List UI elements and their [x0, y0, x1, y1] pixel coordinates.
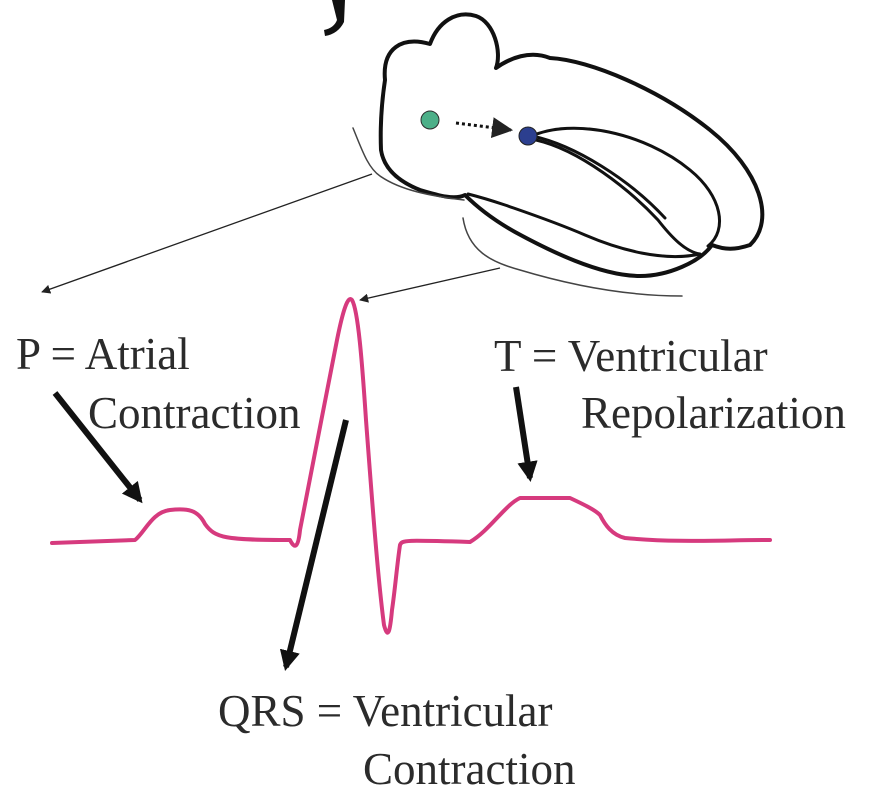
heart-inner-outline: [468, 128, 720, 256]
t-wave-label-line1: T = Ventricular: [494, 331, 768, 381]
av-node-dot: [519, 127, 537, 145]
atrial-pointer-arrow: [42, 174, 372, 292]
t-wave-label-line2: Repolarization: [581, 388, 846, 438]
t-wave-arrow: [516, 387, 530, 478]
heart-outer-outline: [381, 14, 763, 276]
qrs-label-line2: Contraction: [363, 744, 575, 788]
cropped-title-fragment: [324, 0, 345, 36]
sa-node-dot: [421, 111, 439, 129]
p-wave-label-line1: P = Atrial: [16, 329, 190, 379]
heart-shadow-left: [353, 128, 464, 200]
conduction-dotted-arrow: [456, 123, 511, 130]
ventricle-pointer-arrow: [360, 268, 500, 300]
qrs-label-line1: QRS = Ventricular: [218, 686, 553, 736]
p-wave-label-line2: Contraction: [88, 388, 300, 438]
heart-illustration: [353, 14, 762, 296]
